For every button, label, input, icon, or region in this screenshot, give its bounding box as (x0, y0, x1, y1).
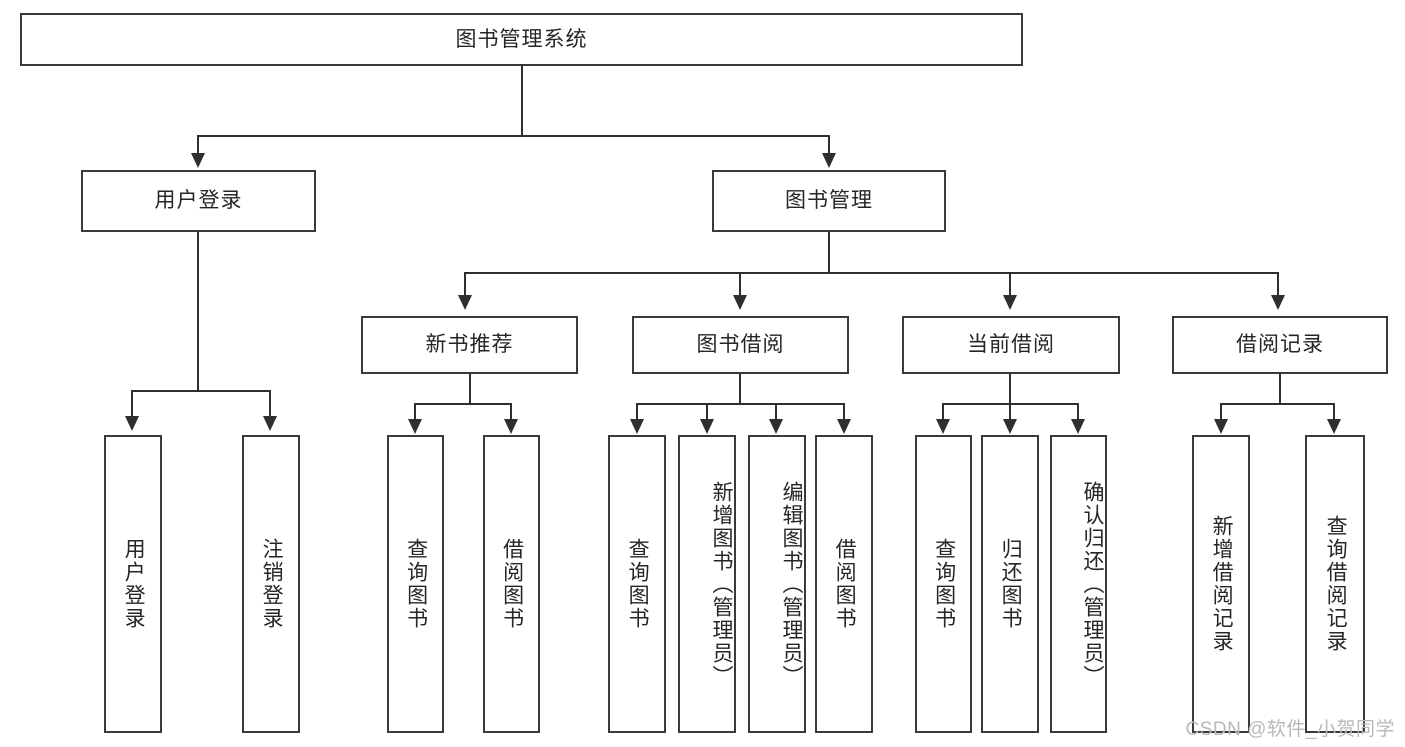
leaf-nbr-borrow-book[interactable]: 借阅图书 (483, 435, 540, 733)
connector-br-leaf-1 (1220, 403, 1222, 421)
connector-root-to-book-management (828, 135, 830, 155)
connector-current-borrow-stem (1009, 374, 1011, 403)
leaf-bb-query-book[interactable]: 查询图书 (608, 435, 666, 733)
leaf-br-add-record[interactable]: 新增借阅记录 (1192, 435, 1250, 733)
node-label: 借阅记录 (1236, 333, 1324, 357)
node-label: 用户登录 (122, 538, 146, 630)
leaf-user-login[interactable]: 用户登录 (104, 435, 162, 733)
node-root-book-management-system[interactable]: 图书管理系统 (20, 13, 1023, 66)
connector-to-book-borrow (739, 272, 741, 297)
arrowhead-cb-leaf-2 (1003, 419, 1017, 434)
connector-root-bus (197, 135, 830, 137)
arrowhead-user-login-leaf-1 (125, 416, 139, 431)
connector-nbr-leaf-1 (414, 403, 416, 421)
leaf-bb-borrow-book[interactable]: 借阅图书 (815, 435, 873, 733)
node-borrow-record[interactable]: 借阅记录 (1172, 316, 1388, 374)
arrowhead-bb-leaf-4 (837, 419, 851, 434)
leaf-cb-query-book[interactable]: 查询图书 (915, 435, 972, 733)
connector-cb-leaf-1 (942, 403, 944, 421)
connector-bb-leaf-1 (636, 403, 638, 421)
connector-br-leaf-2 (1333, 403, 1335, 421)
node-label: 图书借阅 (696, 333, 785, 357)
csdn-watermark: CSDN @软件_小贺同学 (1185, 719, 1395, 740)
arrowhead-book-borrow (733, 295, 747, 310)
node-label: 查询图书 (932, 538, 956, 630)
connector-book-borrow-bus (636, 403, 844, 405)
node-label: 查询图书 (626, 538, 650, 630)
connector-cb-leaf-2 (1009, 403, 1011, 421)
arrowhead-new-book-recommend (458, 295, 472, 310)
node-label: 借阅图书 (500, 538, 524, 630)
arrowhead-nbr-leaf-2 (504, 419, 518, 434)
connector-cb-leaf-3 (1077, 403, 1079, 421)
node-label: 归还图书 (999, 538, 1023, 630)
arrowhead-br-leaf-2 (1327, 419, 1341, 434)
node-book-borrow[interactable]: 图书借阅 (632, 316, 849, 374)
connector-borrow-record-stem (1279, 374, 1281, 403)
leaf-cb-confirm-return-admin[interactable]: 确认归还（管理员） (1050, 435, 1107, 733)
node-new-book-recommend[interactable]: 新书推荐 (361, 316, 578, 374)
leaf-logout-login[interactable]: 注销登录 (242, 435, 300, 733)
node-label: 确认归还（管理员） (1081, 480, 1104, 688)
node-label: 查询借阅记录 (1324, 515, 1348, 653)
leaf-bb-add-book-admin[interactable]: 新增图书（管理员） (678, 435, 736, 733)
connector-book-borrow-stem (739, 374, 741, 403)
connector-user-login-to-leaf-1 (131, 390, 133, 418)
arrowhead-borrow-record (1271, 295, 1285, 310)
arrowhead-bb-leaf-3 (769, 419, 783, 434)
arrowhead-book-management (822, 153, 836, 168)
connector-user-login-stem (197, 232, 199, 390)
node-label: 用户登录 (154, 189, 243, 213)
leaf-br-query-record[interactable]: 查询借阅记录 (1305, 435, 1365, 733)
node-current-borrow[interactable]: 当前借阅 (902, 316, 1120, 374)
node-label: 编辑图书（管理员） (780, 480, 803, 688)
arrowhead-bb-leaf-1 (630, 419, 644, 434)
leaf-nbr-query-book[interactable]: 查询图书 (387, 435, 444, 733)
connector-to-new-book-recommend (464, 272, 466, 297)
node-label: 图书管理 (785, 189, 873, 213)
leaf-cb-return-book[interactable]: 归还图书 (981, 435, 1039, 733)
connector-level2-bus (464, 272, 1279, 274)
connector-bb-leaf-3 (775, 403, 777, 421)
node-label: 新增图书（管理员） (710, 480, 733, 688)
arrowhead-user-login (191, 153, 205, 168)
arrowhead-cb-leaf-3 (1071, 419, 1085, 434)
node-label: 当前借阅 (967, 333, 1055, 357)
connector-root-to-user-login (197, 135, 199, 155)
node-label: 图书管理系统 (455, 27, 588, 51)
arrowhead-br-leaf-1 (1214, 419, 1228, 434)
node-user-login[interactable]: 用户登录 (81, 170, 316, 232)
node-label: 注销登录 (260, 538, 284, 630)
node-label: 借阅图书 (833, 538, 857, 630)
leaf-bb-edit-book-admin[interactable]: 编辑图书（管理员） (748, 435, 806, 733)
connector-borrow-record-bus (1220, 403, 1335, 405)
arrowhead-cb-leaf-1 (936, 419, 950, 434)
connector-to-current-borrow (1009, 272, 1011, 297)
node-book-management[interactable]: 图书管理 (712, 170, 946, 232)
connector-book-management-stem (828, 232, 830, 272)
connector-new-book-recommend-stem (469, 374, 471, 403)
connector-new-book-recommend-bus (414, 403, 512, 405)
connector-nbr-leaf-2 (510, 403, 512, 421)
connector-root-stem (521, 66, 523, 135)
arrowhead-nbr-leaf-1 (408, 419, 422, 434)
arrowhead-bb-leaf-2 (700, 419, 714, 434)
node-label: 查询图书 (404, 538, 428, 630)
connector-bb-leaf-4 (843, 403, 845, 421)
connector-to-borrow-record (1277, 272, 1279, 297)
arrowhead-user-login-leaf-2 (263, 416, 277, 431)
connector-user-login-to-leaf-2 (269, 390, 271, 418)
connector-user-login-bus (131, 390, 270, 392)
connector-bb-leaf-2 (706, 403, 708, 421)
arrowhead-current-borrow (1003, 295, 1017, 310)
node-label: 新书推荐 (425, 333, 514, 357)
node-label: 新增借阅记录 (1210, 515, 1234, 653)
